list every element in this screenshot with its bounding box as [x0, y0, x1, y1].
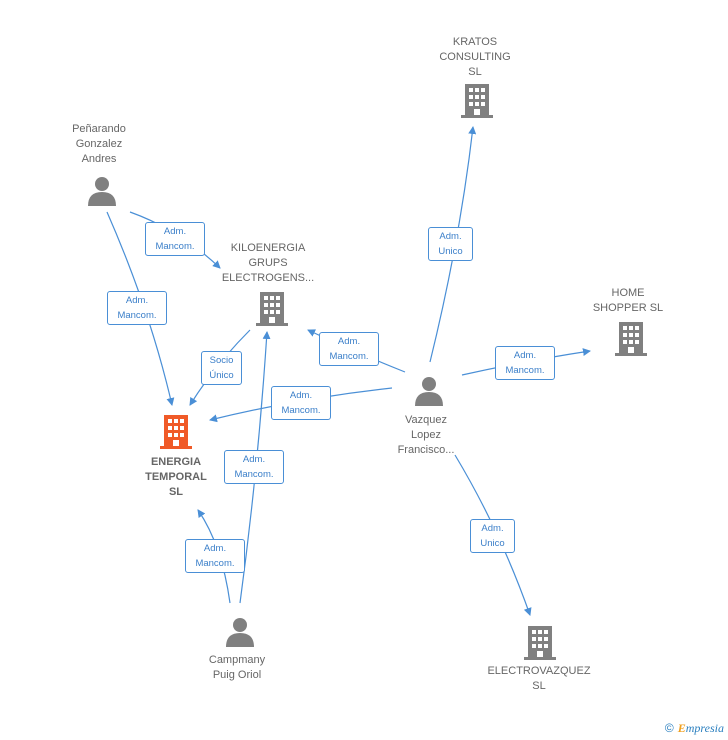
edge-label[interactable]: Adm. Unico [470, 519, 515, 553]
building-icon[interactable] [524, 626, 556, 660]
edge-label[interactable]: Adm. Mancom. [271, 386, 331, 420]
edge-label[interactable]: Adm. Mancom. [107, 291, 167, 325]
brand-initial: E [677, 721, 686, 735]
edge-label[interactable]: Adm. Mancom. [495, 346, 555, 380]
person-icon[interactable] [87, 176, 117, 206]
edge-label[interactable]: Adm. Mancom. [145, 222, 205, 256]
penarando-label[interactable]: Peñarando Gonzalez Andres [72, 123, 126, 165]
building-icon[interactable] [160, 415, 192, 449]
homeshopper-label[interactable]: HOME SHOPPER SL [592, 287, 664, 314]
edge-label[interactable]: Adm. Mancom. [319, 332, 379, 366]
campmany-label[interactable]: Campmany Puig Oriol [208, 654, 266, 681]
person-icon[interactable] [414, 376, 444, 406]
vazquez-label[interactable]: Vazquez Lopez Francisco... [397, 414, 455, 456]
energia-label[interactable]: ENERGIA TEMPORAL SL [145, 456, 207, 498]
edge-label[interactable]: Adm. Mancom. [185, 539, 245, 573]
empresia-footer: ©Empresia [665, 721, 724, 736]
person-icon[interactable] [225, 617, 255, 647]
building-icon[interactable] [461, 84, 493, 118]
edge-label[interactable]: Adm. Unico [428, 227, 473, 261]
edge-label[interactable]: Adm. Mancom. [224, 450, 284, 484]
building-icon[interactable] [615, 322, 647, 356]
building-icon[interactable] [256, 292, 288, 326]
brand-name: mpresia [685, 721, 724, 735]
kiloenergia-label[interactable]: KILOENERGIA GRUPS ELECTROGENS... [221, 242, 315, 284]
copyright-icon: © [664, 721, 674, 735]
kratos-label[interactable]: KRATOS CONSULTING SL [439, 36, 511, 78]
edge-label[interactable]: Socio Único [201, 351, 242, 385]
electrovazquez-label[interactable]: ELECTROVAZQUEZ SL [487, 665, 591, 692]
